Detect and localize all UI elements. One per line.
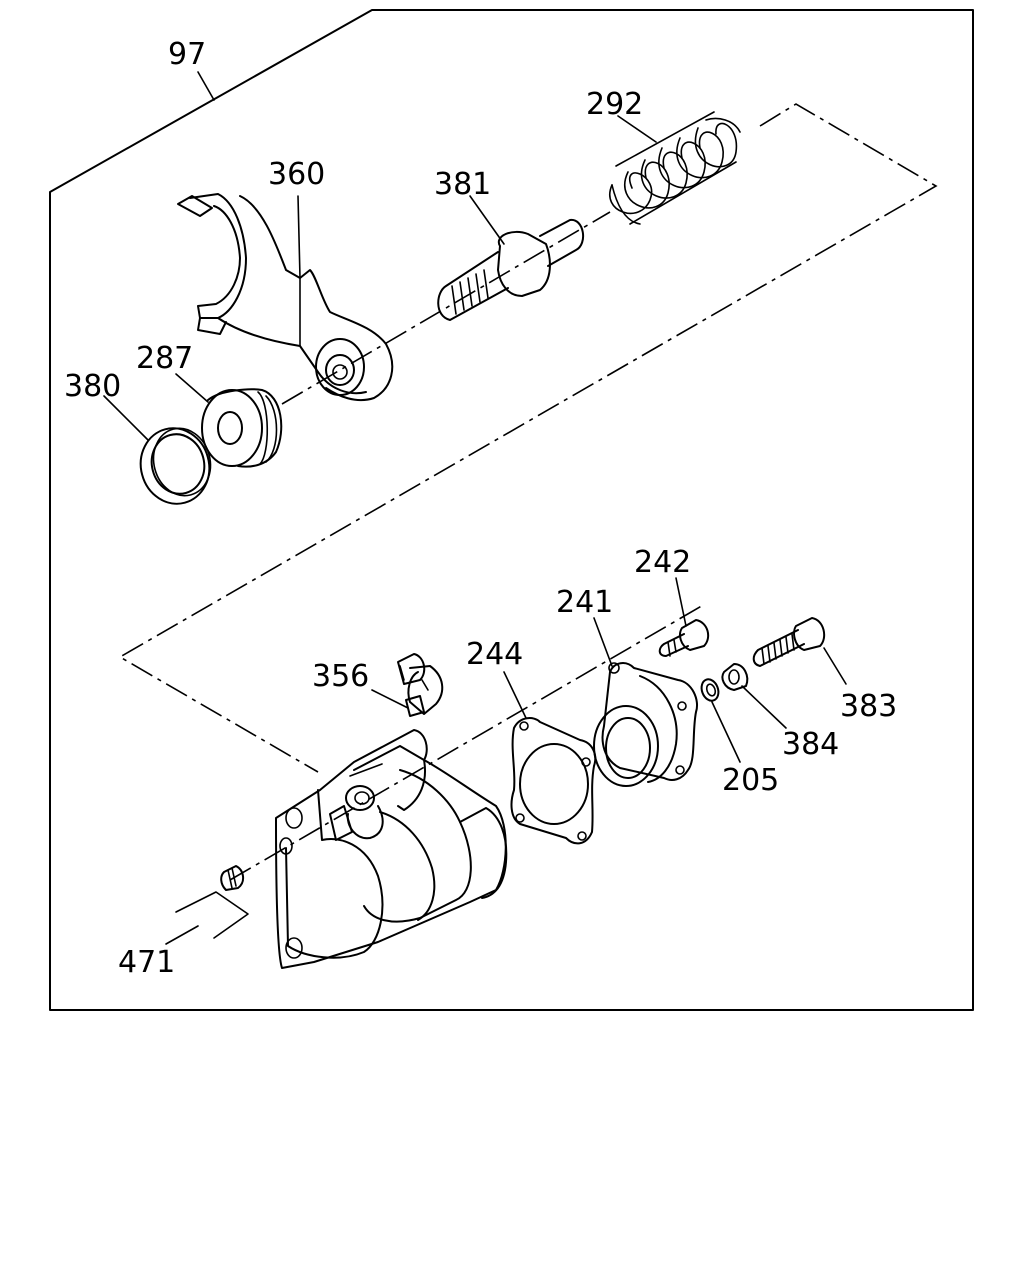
label-381: 381 [434,167,491,202]
label-471: 471 [118,945,175,980]
part-471-plug[interactable] [175,865,249,939]
label-287: 287 [136,341,193,376]
part-384-nut[interactable] [721,663,749,691]
label-380: 380 [64,369,121,404]
part-242-bolt[interactable] [658,619,710,657]
part-383-bolt[interactable] [752,617,826,667]
centerline-lower [229,603,706,881]
part-292-spring[interactable] [609,111,741,225]
label-292: 292 [586,87,643,122]
label-356: 356 [312,659,369,694]
part-356-fitting[interactable] [397,653,444,717]
part-381-rod[interactable] [437,218,585,321]
label-242: 242 [634,545,691,580]
label-97: 97 [168,37,206,72]
main-housing [275,729,508,969]
label-241: 241 [556,585,613,620]
centerline-upper [281,211,611,405]
label-244: 244 [466,637,523,672]
part-360-fork[interactable] [177,193,394,402]
label-205: 205 [722,763,779,798]
leader-lines [103,71,847,945]
part-205-washer[interactable] [699,677,722,703]
part-244-gasket[interactable] [510,717,597,845]
upper-subassembly-outline [118,103,938,773]
part-241-cover[interactable] [593,662,698,787]
label-383: 383 [840,689,897,724]
label-384: 384 [782,727,839,762]
part-380-ring[interactable] [132,420,218,511]
part-287-bushing[interactable] [201,388,283,468]
assembly-frame [49,9,974,1011]
label-360: 360 [268,157,325,192]
